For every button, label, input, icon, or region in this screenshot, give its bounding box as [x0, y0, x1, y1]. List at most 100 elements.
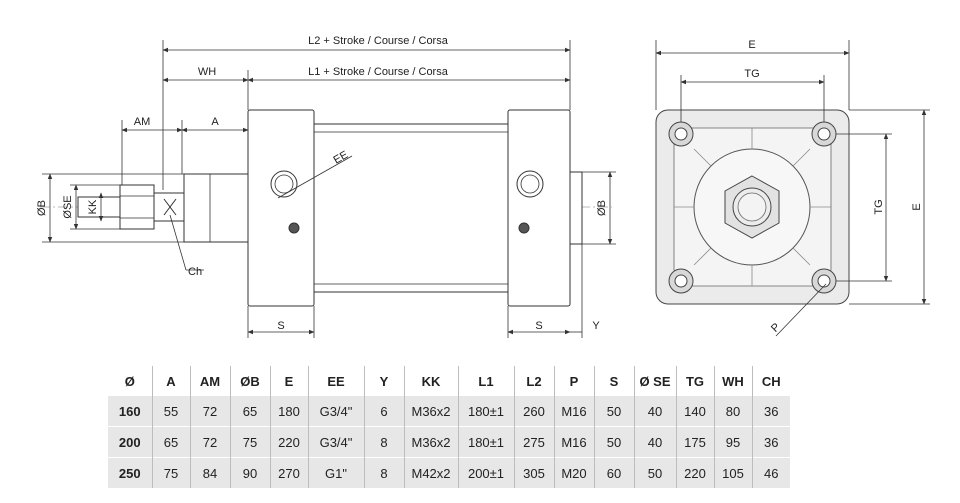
table-cell: 200 [108, 426, 153, 458]
table-cell: M20 [554, 457, 595, 488]
column-header: AM [190, 366, 231, 396]
piston-rod [153, 192, 185, 222]
rear-bolt [518, 222, 530, 234]
table-cell: G3/4" [308, 396, 365, 427]
table-cell: 65 [152, 426, 191, 458]
table-cell: 50 [594, 396, 635, 427]
column-header: S [594, 366, 635, 396]
table-cell: M42x2 [404, 457, 459, 488]
table-cell: 305 [514, 457, 555, 488]
table-cell: 90 [230, 457, 271, 488]
column-header: Ø [108, 366, 153, 396]
label-s-right: S [535, 320, 542, 332]
table-cell: 220 [676, 457, 715, 488]
table-cell: 72 [190, 426, 231, 458]
table-cell: 8 [364, 426, 405, 458]
rear-boss [569, 171, 583, 245]
rod-nut [119, 184, 155, 230]
column-header: CH [752, 366, 790, 396]
table-cell: M36x2 [404, 396, 459, 427]
label-am: AM [134, 116, 151, 128]
table-cell: 220 [270, 426, 309, 458]
table-cell: 180±1 [458, 396, 515, 427]
label-kk: KK [87, 199, 99, 214]
seal-housing [183, 173, 249, 243]
column-header: KK [404, 366, 459, 396]
table-cell: 250 [108, 457, 153, 488]
table-cell: 105 [714, 457, 753, 488]
column-header: Y [364, 366, 405, 396]
column-header: E [270, 366, 309, 396]
table-cell: G3/4" [308, 426, 365, 458]
table-cell: 80 [714, 396, 753, 427]
table-cell: 160 [108, 396, 153, 427]
label-p: P [769, 321, 783, 335]
label-ob-left: ØB [36, 200, 48, 216]
label-e-top: E [748, 39, 755, 51]
label-l2: L2 + Stroke / Course / Corsa [308, 35, 449, 47]
column-header: EE [308, 366, 365, 396]
table-cell: 36 [764, 403, 779, 419]
label-tg-side: TG [873, 199, 885, 214]
label-ose: ØSE [62, 195, 74, 218]
side-view: L2 + Stroke / Course / Corsa L1 + Stroke… [36, 35, 616, 338]
table-cell: 50 [634, 457, 677, 488]
table-cell: 140 [676, 396, 715, 427]
column-header: L1 [458, 366, 515, 396]
table-cell: M16 [554, 396, 595, 427]
label-a: A [211, 116, 219, 128]
table-cell: 8 [364, 457, 405, 488]
column-header: WH [714, 366, 753, 396]
table-cell: 60 [594, 457, 635, 488]
table-cell: 180 [270, 396, 309, 427]
dimension-table: Ø A AM ØB E EE Y KK L1 L2 P S Ø SE TG WH… [108, 366, 790, 488]
barrel [313, 123, 509, 293]
cylinder-drawing: L2 + Stroke / Course / Corsa L1 + Stroke… [36, 35, 930, 338]
table-cell: 260 [514, 396, 555, 427]
label-s-left: S [277, 320, 284, 332]
table-cell: 46 [752, 457, 790, 488]
table-cell: 175 [676, 426, 715, 458]
column-header: ØB [230, 366, 271, 396]
table-row: 160 55 72 65 180 G3/4" 6 M36x2 180±1 260… [108, 396, 790, 427]
table-row: 250 75 84 90 270 G1" 8 M42x2 200±1 305 M… [108, 457, 790, 488]
label-e-side: E [911, 203, 923, 210]
table-row: 200 65 72 75 220 G3/4" 8 M36x2 180±1 275… [108, 426, 790, 458]
table-cell: 75 [230, 426, 271, 458]
label-ob-right: ØB [596, 200, 608, 216]
table-cell: 95 [714, 426, 753, 458]
rod-end [77, 196, 121, 218]
table-cell: 40 [634, 396, 677, 427]
table-cell: 40 [634, 426, 677, 458]
table-cell: G1" [308, 457, 365, 488]
label-y: Y [592, 320, 600, 332]
column-header: Ø SE [634, 366, 677, 396]
label-wh: WH [198, 66, 216, 78]
end-view: E TG TG E P [655, 39, 930, 337]
table-cell: 6 [364, 396, 405, 427]
front-cover [247, 109, 315, 307]
column-header: L2 [514, 366, 555, 396]
table-cell: 65 [230, 396, 271, 427]
column-header: A [152, 366, 191, 396]
table-cell: 50 [594, 426, 635, 458]
column-header: TG [676, 366, 715, 396]
label-l1: L1 + Stroke / Course / Corsa [308, 66, 449, 78]
table-cell: 270 [270, 457, 309, 488]
table-cell: 75 [152, 457, 191, 488]
front-bolt [288, 222, 300, 234]
table-cell: 180±1 [458, 426, 515, 458]
table-header-row: Ø A AM ØB E EE Y KK L1 L2 P S Ø SE TG WH… [108, 366, 790, 396]
table-cell: M36x2 [404, 426, 459, 458]
table-cell: 275 [514, 426, 555, 458]
table-cell: M16 [554, 426, 595, 458]
label-tg-top: TG [744, 68, 759, 80]
table-cell: 200±1 [458, 457, 515, 488]
label-ch: Ch [188, 266, 202, 278]
table-cell: 36 [752, 426, 790, 458]
column-header: P [554, 366, 595, 396]
table-cell: 84 [190, 457, 231, 488]
rear-cover [507, 109, 571, 307]
table-cell: 72 [190, 396, 231, 427]
table-cell: 55 [152, 396, 191, 427]
